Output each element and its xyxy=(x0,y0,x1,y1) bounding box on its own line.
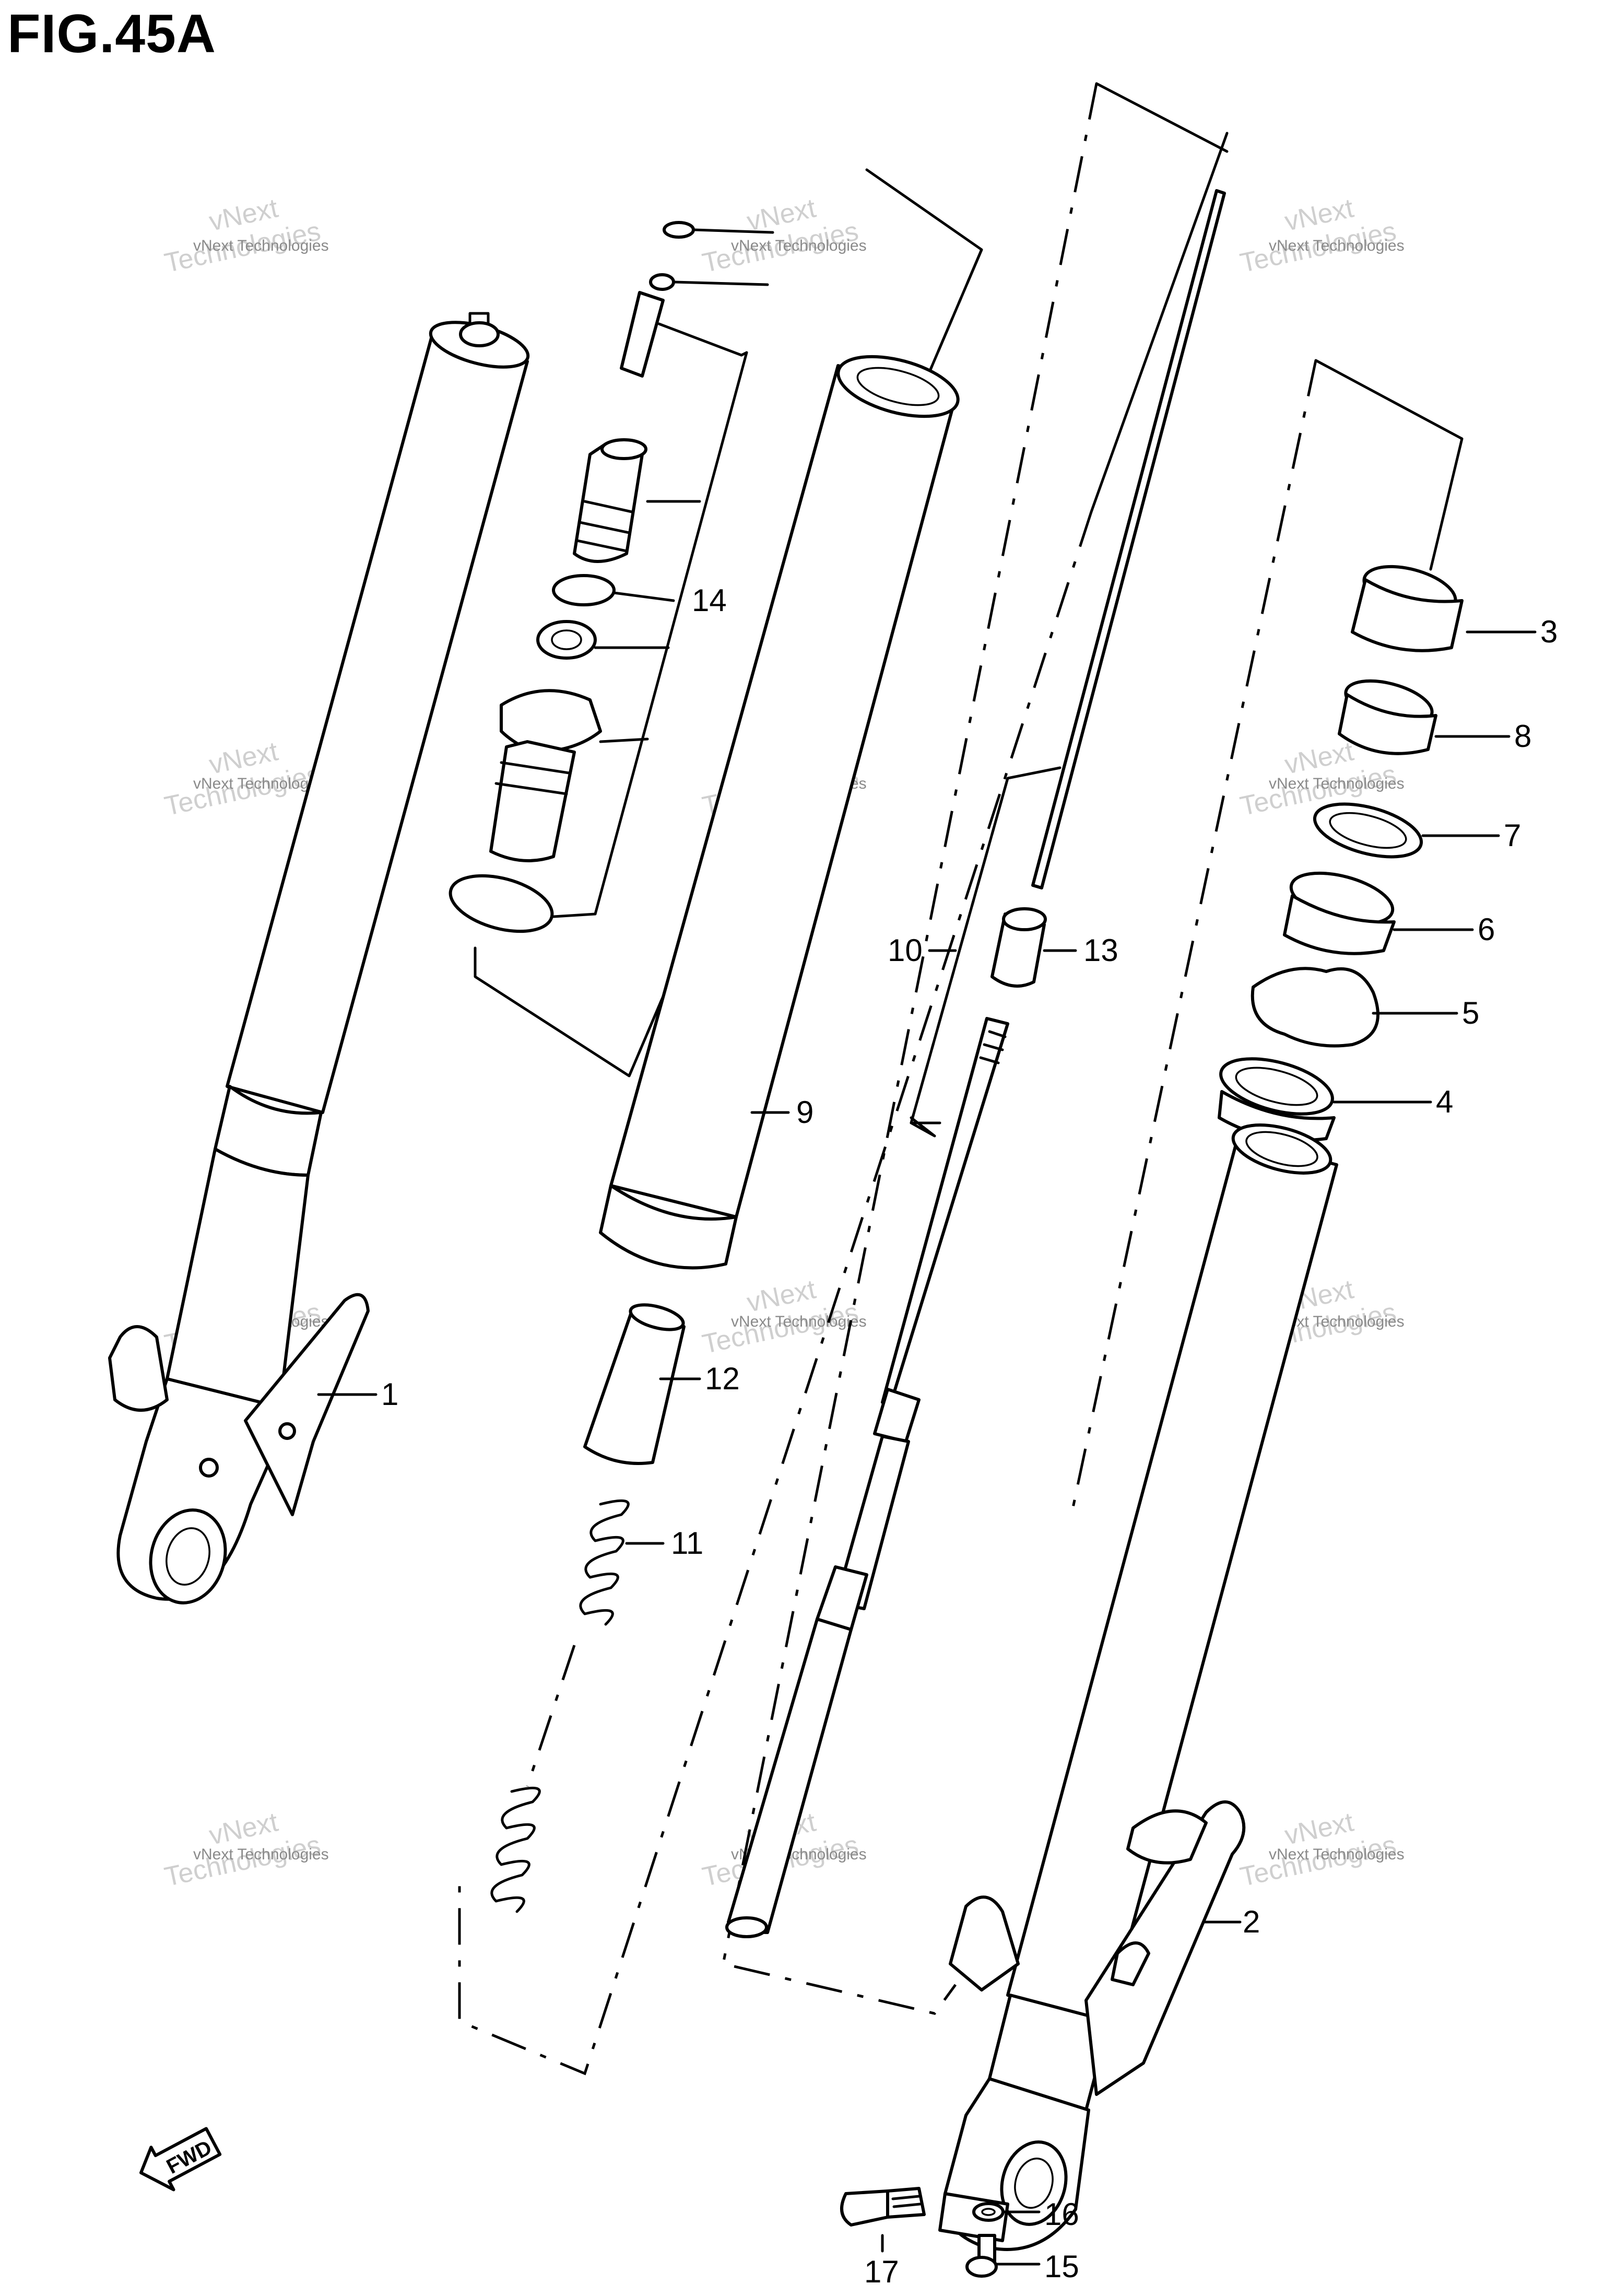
left-fork-slider xyxy=(166,1147,310,1412)
callout-10: 10 xyxy=(888,933,923,968)
right-fork-caliper-bracket xyxy=(1084,1800,1246,2096)
watermark-6: vNext Technologies xyxy=(1269,775,1405,792)
right-fork-assembly xyxy=(938,1123,1338,2251)
cartridge-rod xyxy=(881,1017,1009,1407)
o-ring-14 xyxy=(552,574,616,606)
callout-6: 6 xyxy=(1478,912,1495,947)
watermark-12: vNext Technologies xyxy=(1269,1846,1405,1863)
watermark-10: vNext Technologies xyxy=(193,1846,329,1863)
fwd-arrow-badge: FWD xyxy=(139,2127,222,2192)
callout-1: 1 xyxy=(381,1377,398,1412)
left-fork-caliper-bracket xyxy=(244,1293,370,1516)
callout-2: 2 xyxy=(1243,1904,1260,1939)
o-ring-small-top xyxy=(663,221,695,239)
figure-title: FIG.45A xyxy=(7,4,216,64)
watermark-1: vNext Technologies xyxy=(193,237,329,254)
o-ring-large xyxy=(449,874,554,933)
callout-3: 3 xyxy=(1540,614,1558,649)
callout-5: 5 xyxy=(1462,995,1479,1030)
damper-rod-long xyxy=(1031,189,1226,889)
callout-14: 14 xyxy=(692,583,727,618)
fork-spring-11 xyxy=(490,1499,630,1913)
panel-seal-kit xyxy=(1069,359,1537,1520)
callout-16: 16 xyxy=(1044,2197,1079,2232)
callout-4: 4 xyxy=(1436,1084,1453,1119)
callout-17: 17 xyxy=(864,2254,899,2289)
fasteners xyxy=(840,2187,1041,2278)
panel-damper-rod xyxy=(722,82,1229,2015)
watermark-8: vNext Technologies xyxy=(731,1313,867,1330)
washer-14 xyxy=(536,620,597,660)
callout-7: 7 xyxy=(1504,818,1521,853)
lock-nut-13 xyxy=(990,912,1046,988)
stopper-ring-5 xyxy=(1251,967,1379,1048)
adjuster-rod xyxy=(620,291,665,378)
callout-9: 9 xyxy=(796,1095,813,1130)
callout-labels: 1 2 3 4 5 6 7 8 9 10 11 12 13 14 15 16 1… xyxy=(317,583,1558,2289)
bolt-17 xyxy=(886,2187,926,2219)
callout-11: 11 xyxy=(671,1526,703,1561)
left-fork-top-bolt xyxy=(459,321,500,347)
watermark-3: vNext Technologies xyxy=(1269,237,1405,254)
left-fork-outer-tube xyxy=(226,333,529,1114)
fwd-arrow-icon xyxy=(139,2127,222,2192)
oil-seal-7 xyxy=(1313,802,1423,859)
adjuster-body xyxy=(573,442,644,563)
callout-15: 15 xyxy=(1044,2249,1079,2284)
dust-seal-4 xyxy=(1219,1057,1334,1116)
left-fork-assembly xyxy=(108,312,530,1604)
callout-13: 13 xyxy=(1083,933,1118,968)
washer-16 xyxy=(972,2202,1005,2222)
o-ring-small-second xyxy=(649,273,675,291)
watermark-4: vNext Technologies xyxy=(193,775,329,792)
callout-8: 8 xyxy=(1514,719,1531,754)
callout-12: 12 xyxy=(705,1361,740,1396)
watermark-2: vNext Technologies xyxy=(731,237,867,254)
spacer-12 xyxy=(583,1309,686,1465)
panel-inner-tube xyxy=(458,132,1229,2076)
